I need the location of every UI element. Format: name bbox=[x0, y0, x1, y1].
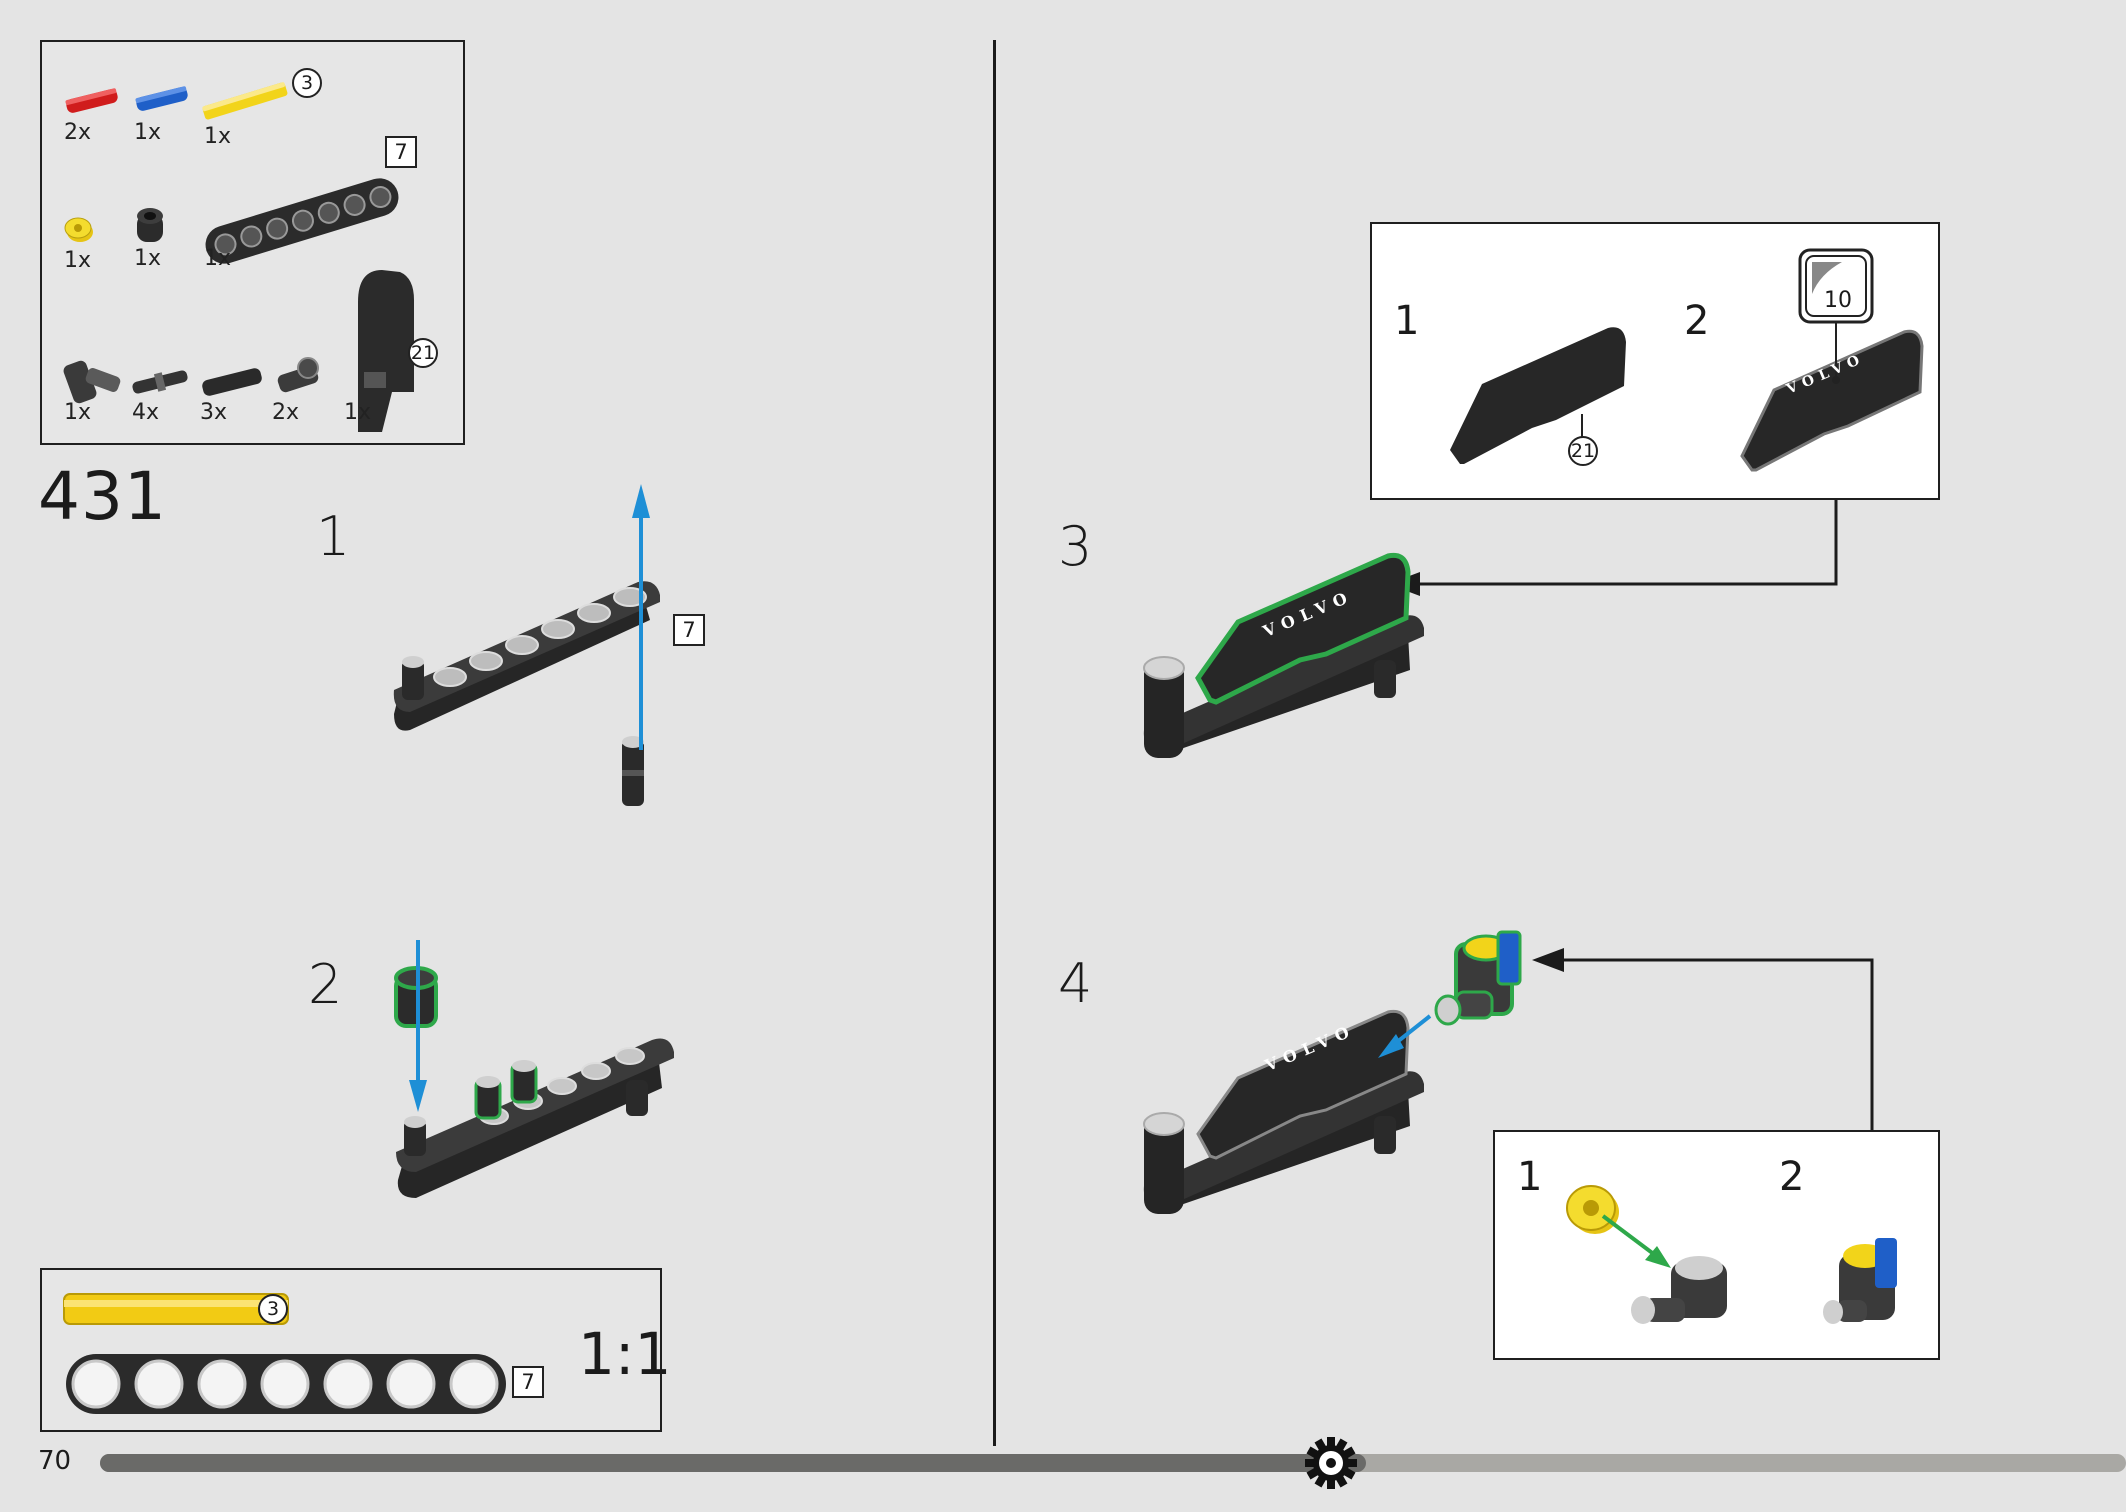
panel-callout: 21 bbox=[1568, 436, 1598, 466]
black-bush-icon bbox=[137, 208, 163, 242]
panel-2-art bbox=[1566, 1185, 1897, 1324]
sub-assembly-panel-2: 1 2 bbox=[1493, 1130, 1940, 1360]
yellow-axle-3-icon bbox=[63, 1293, 289, 1325]
progress-fill bbox=[100, 1454, 1367, 1472]
parts-qty: 4x bbox=[132, 400, 160, 425]
substep-3-art bbox=[1143, 500, 1838, 758]
panel-art bbox=[1450, 248, 1924, 472]
parts-qty: 2x bbox=[64, 120, 92, 145]
parts-list-box: 2x 1x 1x 3 1x 1x 1x 7 1x 4x 3x 2x 1x 21 bbox=[40, 40, 465, 445]
progress-track bbox=[100, 1454, 2126, 1472]
beam-callout: 7 bbox=[673, 614, 705, 646]
scale-box: 3 7 1:1 bbox=[40, 1268, 671, 1432]
substep-4-art bbox=[1143, 930, 1874, 1214]
parts-list-art bbox=[63, 82, 414, 432]
parts-qty: 2x bbox=[272, 400, 300, 425]
scale-ratio: 1:1 bbox=[578, 1320, 672, 1388]
yellow-bush-icon bbox=[64, 217, 93, 242]
sticker-number: 10 bbox=[1824, 288, 1852, 313]
sub-assembly-panel: 1 2 21 10 VOLVO bbox=[1370, 222, 1940, 500]
friction-pin-icon bbox=[132, 370, 188, 394]
main-step-number: 431 bbox=[38, 458, 167, 535]
axle-connector-icon bbox=[63, 360, 121, 404]
page-number: 70 bbox=[38, 1446, 72, 1476]
axle-callout: 3 bbox=[258, 1294, 288, 1324]
substep-number: 1 bbox=[316, 505, 351, 568]
parts-qty: 1x bbox=[64, 248, 92, 273]
parts-qty: 1x bbox=[134, 120, 162, 145]
scale-art bbox=[63, 1293, 506, 1414]
beam-callout: 7 bbox=[512, 1366, 544, 1398]
substep-2-art bbox=[394, 940, 674, 1198]
yellow-axle-3-icon bbox=[202, 82, 288, 120]
parts-qty: 1x bbox=[204, 246, 232, 271]
parts-callout: 21 bbox=[408, 338, 438, 368]
panel-step-number: 1 bbox=[1517, 1154, 1543, 1200]
black-beam-7-icon bbox=[66, 1354, 506, 1414]
parts-qty: 3x bbox=[200, 400, 228, 425]
page-divider bbox=[993, 40, 996, 1446]
blue-axle-pin-icon bbox=[135, 86, 188, 111]
cross-connector-icon bbox=[277, 357, 319, 393]
parts-qty: 1x bbox=[134, 246, 162, 271]
substep-number: 2 bbox=[308, 953, 343, 1016]
parts-qty: 1x bbox=[204, 124, 232, 149]
substep-1-art bbox=[393, 484, 660, 806]
substep-number: 3 bbox=[1058, 515, 1093, 578]
black-beam-7-icon bbox=[205, 178, 399, 264]
black-pin-icon bbox=[202, 368, 262, 396]
connector-assembly bbox=[1434, 930, 1522, 1026]
panel-step-number: 2 bbox=[1684, 298, 1710, 344]
volvo-panel-icon bbox=[358, 270, 414, 432]
panel-step-number: 1 bbox=[1394, 298, 1420, 344]
parts-qty: 1x bbox=[344, 400, 372, 425]
parts-callout: 3 bbox=[292, 68, 322, 98]
gear-icon bbox=[1305, 1437, 1357, 1489]
red-axle-pin-icon bbox=[65, 88, 118, 113]
parts-callout: 7 bbox=[385, 136, 417, 168]
panel-step-number: 2 bbox=[1779, 1154, 1805, 1200]
substep-number: 4 bbox=[1058, 952, 1093, 1015]
parts-qty: 1x bbox=[64, 400, 92, 425]
